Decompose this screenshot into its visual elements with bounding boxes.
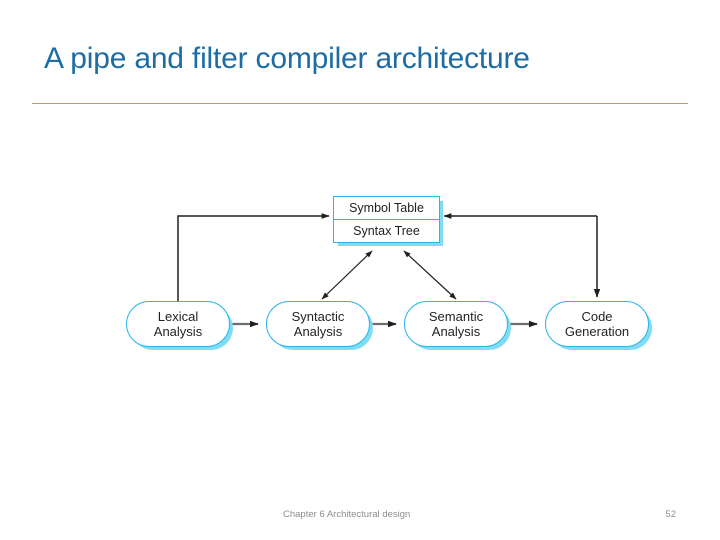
node-semantic-analysis[interactable]: Semantic Analysis <box>404 301 508 347</box>
page-title: A pipe and filter compiler architecture <box>44 42 530 75</box>
node-code-generation[interactable]: Code Generation <box>545 301 649 347</box>
node-label-line1: Semantic <box>428 308 484 324</box>
connector-semantic-store <box>403 250 457 300</box>
store-row-symbol-table: Symbol Table <box>334 197 439 220</box>
node-label-line1: Syntactic <box>291 308 345 324</box>
connector-syntactic-store <box>321 250 373 300</box>
connector-lexical-to-store <box>177 213 330 301</box>
node-label-line2: Analysis <box>293 324 343 339</box>
node-label-line2: Generation <box>564 324 630 339</box>
footer-chapter-label: Chapter 6 Architectural design <box>283 509 411 520</box>
node-label-line2: Analysis <box>153 324 203 339</box>
title-divider <box>32 103 688 104</box>
node-label-line2: Analysis <box>431 324 481 339</box>
connector-store-to-codegen <box>443 213 601 298</box>
node-symbol-table-syntax-tree[interactable]: Symbol Table Syntax Tree <box>333 196 440 243</box>
node-label-line1: Code <box>581 308 613 324</box>
store-row-syntax-tree: Syntax Tree <box>353 224 420 238</box>
node-lexical-analysis[interactable]: Lexical Analysis <box>126 301 230 347</box>
footer-page-number: 52 <box>665 509 676 520</box>
node-label-line1: Lexical <box>157 308 199 324</box>
node-syntactic-analysis[interactable]: Syntactic Analysis <box>266 301 370 347</box>
